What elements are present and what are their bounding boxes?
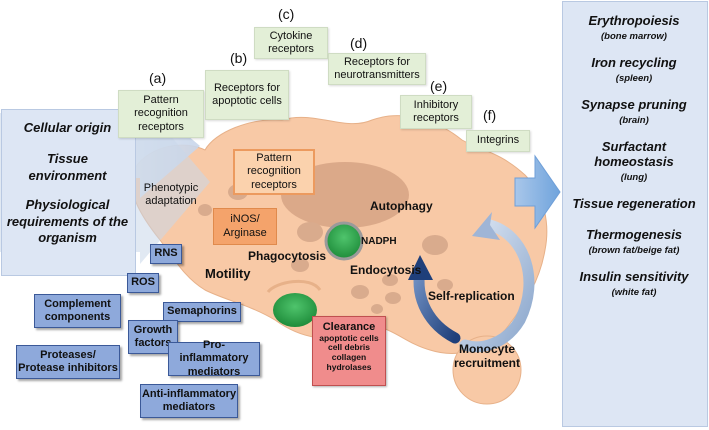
receptor-label-f: Integrins [476,134,520,147]
receptor-box-a: Pattern recognition receptors [118,90,204,138]
phenotypic-adaptation-label: Phenotypic adaptation [143,182,199,207]
function-main: Tissue regeneration [572,195,696,211]
receptor-box-f: Integrins [466,130,530,152]
function-main: Surfactant homeostasis [594,138,674,169]
mediator-proteases-label: Proteases/ Protease inhibitors [18,348,118,374]
function-synapse-pruning: Synapse pruning (brain) [563,96,705,126]
function-insulin-sensitivity: Insulin sensitivity (white fat) [563,268,705,298]
receptor-letter-c: (c) [278,6,295,22]
monocyte-recruitment-label: Monocyte recruitment [453,342,521,370]
right-panel [562,1,708,427]
nadph-label: NADPH [361,236,397,247]
motility-label: Motility [205,266,251,281]
receptor-letter-e: (e) [430,78,448,94]
receptor-box-c: Cytokine receptors [254,27,328,59]
mediator-complement-label: Complement components [44,297,111,323]
intracellular-prr-box: Pattern recognition receptors [233,149,315,195]
function-surfactant-homeostasis: Surfactant homeostasis (lung) [563,138,705,183]
phagosome [324,221,364,261]
intracellular-prr-label: Pattern recognition receptors [247,152,301,191]
self-replication-cycle-upper [459,219,535,353]
inos-arginase-box: iNOS/ Arginase [213,208,277,245]
endocytosis-label: Endocytosis [350,263,422,277]
autophagy-label: Autophagy [370,199,433,213]
mediator-growth-factors-label: Growth factors [133,323,173,349]
mediator-proteases: Proteases/ Protease inhibitors [16,345,120,379]
mediator-anti-inflammatory: Anti-inflammatory mediators [140,384,238,418]
receptor-label-b: Receptors for apoptotic cells [212,81,282,107]
function-iron-recycling: Iron recycling (spleen) [563,54,705,84]
receptor-label-e: Inhibitory receptors [413,98,459,124]
clearance-title: Clearance [322,321,376,333]
mediator-complement: Complement components [34,294,121,328]
receptor-box-d: Receptors for neurotransmitters [328,53,426,85]
function-thermogenesis: Thermogenesis (brown fat/beige fat) [563,226,705,256]
receptor-box-e: Inhibitory receptors [400,95,472,129]
engulfed-particle [273,293,317,327]
mediator-pro-inflammatory-label: Pro-inflammatory mediators [179,339,249,378]
function-sub: (spleen) [615,72,653,84]
left-panel-items: Cellular origin Tissue environment Physi… [2,120,133,247]
function-sub: (brain) [619,114,649,126]
phagocytosis-label: Phagocytosis [248,249,327,263]
function-sub: (brown fat/beige fat) [588,244,680,256]
receptor-label-a: Pattern recognition receptors [134,94,188,133]
mediator-semaphorins: Semaphorins [163,302,241,322]
clearance-item: collagen [331,352,367,363]
function-main: Erythropoiesis [588,13,680,28]
clearance-item: cell debris [327,342,371,353]
mediator-anti-inflammatory-label: Anti-inflammatory mediators [141,387,237,413]
receptor-label-d: Receptors for neurotransmitters [334,55,420,81]
function-erythropoiesis: Erythropoiesis (bone marrow) [563,13,705,42]
right-panel-items: Erythropoiesis (bone marrow) Iron recycl… [563,13,705,312]
mediator-rns: RNS [150,244,182,264]
receptor-box-b: Receptors for apoptotic cells [205,70,289,120]
mediator-ros: ROS [127,273,159,293]
function-main: Thermogenesis [585,226,683,242]
left-item-tissue-environment: Tissue environment [28,150,107,183]
mediator-ros-label: ROS [131,276,155,289]
receptor-label-c: Cytokine receptors [268,29,314,55]
left-item-cellular-origin: Cellular origin [23,120,112,135]
clearance-item: apoptotic cells [319,332,379,343]
monocyte-cell [452,335,522,405]
self-replication-label: Self-replication [428,289,515,303]
mediator-rns-label: RNS [154,247,178,260]
output-arrow [514,154,561,230]
mediator-pro-inflammatory: Pro-inflammatory mediators [168,339,260,378]
function-sub: (bone marrow) [601,30,667,42]
function-main: Synapse pruning [581,96,687,112]
function-sub: (lung) [620,171,648,183]
clearance-box: Clearance apoptotic cells cell debris co… [312,316,386,386]
left-item-physiological-requirements: Physiological requirements of the organi… [6,196,129,246]
function-main: Iron recycling [591,54,677,70]
function-sub: (white fat) [611,286,657,298]
receptor-letter-b: (b) [230,50,248,66]
receptor-letter-f: (f) [483,107,497,123]
function-tissue-regeneration: Tissue regeneration [563,195,705,212]
function-main: Insulin sensitivity [579,268,689,284]
inos-arginase-label: iNOS/ Arginase [223,213,267,239]
clearance-item: hydrolases [326,361,372,372]
receptor-letter-d: (d) [350,35,368,51]
mediator-semaphorins-label: Semaphorins [167,305,237,318]
left-panel [1,109,136,276]
receptor-letter-a: (a) [149,70,167,86]
